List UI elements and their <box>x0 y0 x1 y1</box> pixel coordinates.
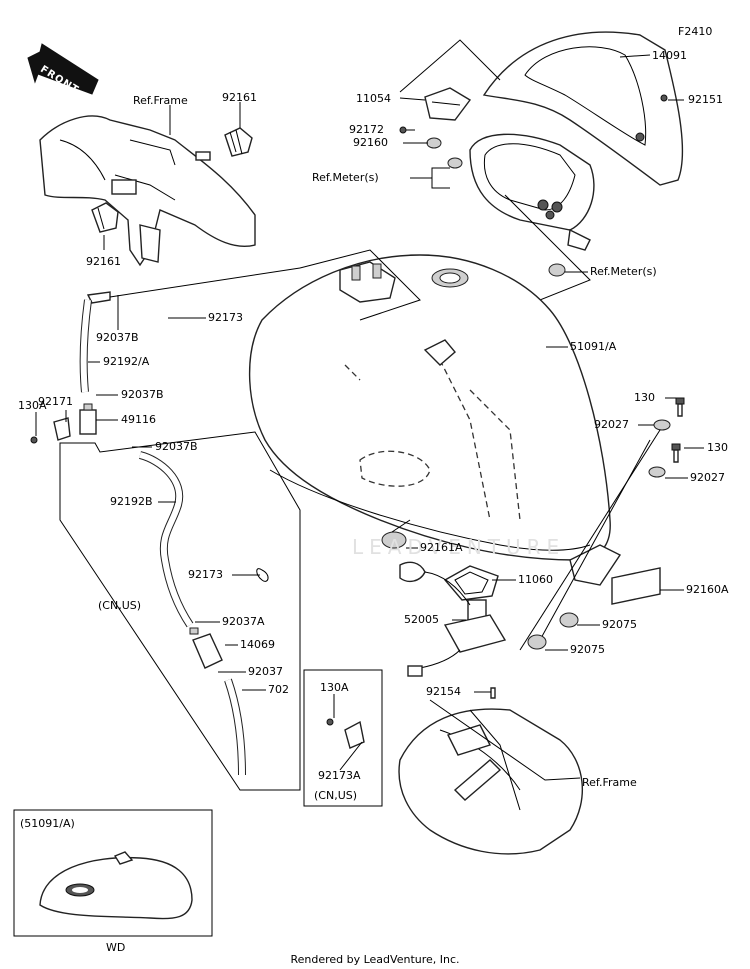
label-92075-1: 92075 <box>602 618 637 631</box>
damper-92161a <box>381 531 407 549</box>
label-92160: 92160 <box>353 136 388 149</box>
bolt-130-2 <box>671 443 681 463</box>
bumper-92161-bottom <box>91 202 119 233</box>
bolt-130-1 <box>675 397 685 417</box>
label-130a-1: 130A <box>18 399 47 412</box>
grommet-ref-meter <box>548 263 566 277</box>
cn-us-box <box>303 669 383 807</box>
label-92192a: 92192/A <box>103 355 150 368</box>
label-92027-2: 92027 <box>690 471 725 484</box>
label-14091: 14091 <box>652 49 687 62</box>
screw-92151 <box>660 94 668 102</box>
label-92027-1: 92027 <box>594 418 629 431</box>
label-92161-top: 92161 <box>222 91 257 104</box>
fuel-pump-52005 <box>399 561 507 699</box>
label-92173-1: 92173 <box>208 311 243 324</box>
label-14069: 14069 <box>240 638 275 651</box>
figure-code: F2410 <box>678 25 713 38</box>
label-cn-us-2: (CN,US) <box>314 789 358 802</box>
label-92172: 92172 <box>349 123 384 136</box>
label-ref-meter-2: Ref.Meter(s) <box>590 265 657 278</box>
watermark: LEADVENTURE <box>352 535 566 559</box>
label-92037b-1: 92037B <box>96 331 139 344</box>
label-92151: 92151 <box>688 93 723 106</box>
inset-title: (51091/A) <box>20 817 75 830</box>
bumper-92161-top <box>195 127 253 161</box>
clamp-92173a <box>344 720 365 749</box>
label-130-2: 130 <box>707 441 728 454</box>
pad-92160a <box>611 567 661 605</box>
label-51091a: 51091/A <box>570 340 617 353</box>
label-92037b-2: 92037B <box>121 388 164 401</box>
label-ref-frame-top: Ref.Frame <box>133 94 188 107</box>
label-130-1: 130 <box>634 391 655 404</box>
frame-bottom <box>398 708 583 855</box>
filter-14069 <box>189 627 223 669</box>
fuel-tank-51091a <box>248 254 611 561</box>
label-92171: 92171 <box>38 395 73 408</box>
label-cn-us-1: (CN,US) <box>98 599 142 612</box>
label-92075-2: 92075 <box>570 643 605 656</box>
cn-us-outline-1 <box>59 431 301 791</box>
label-92173-2: 92173 <box>188 568 223 581</box>
grommet-92160 <box>426 137 463 169</box>
washer-92027-2 <box>648 466 666 478</box>
inset-tank <box>39 851 193 920</box>
label-ref-meter-1: Ref.Meter(s) <box>312 171 379 184</box>
screw-130a-2 <box>326 718 334 726</box>
screw-130a <box>30 436 38 444</box>
hose-92192a-top <box>86 291 111 304</box>
clip-92171 <box>53 417 71 441</box>
inset-box <box>13 809 213 937</box>
label-11060: 11060 <box>518 573 553 586</box>
label-92161a: 92161A <box>420 541 463 554</box>
footer-credit: Rendered by LeadVenture, Inc. <box>290 953 460 966</box>
valve-49116 <box>79 403 97 435</box>
label-ref-frame-bottom: Ref.Frame <box>582 776 637 789</box>
bracket-11054 <box>424 87 472 121</box>
label-702: 702 <box>268 683 289 696</box>
label-52005: 52005 <box>404 613 439 626</box>
label-11054: 11054 <box>356 92 391 105</box>
washer-92027-1 <box>653 419 671 431</box>
label-92037: 92037 <box>248 665 283 678</box>
front-arrow-icon <box>27 43 99 95</box>
label-49116: 49116 <box>121 413 156 426</box>
label-92173a: 92173A <box>318 769 361 782</box>
label-92192b: 92192B <box>110 495 153 508</box>
label-92037b-3: 92037B <box>155 440 198 453</box>
inset-caption: WD <box>106 941 126 954</box>
screw-92172 <box>399 126 407 134</box>
label-130a-2: 130A <box>320 681 349 694</box>
meter-cover-14091 <box>482 31 684 186</box>
tank-rear-bracket <box>569 544 622 586</box>
clamp-92173 <box>256 568 269 582</box>
damper-92075-1 <box>559 612 579 628</box>
frame-section <box>39 115 256 267</box>
label-92037a: 92037A <box>222 615 265 628</box>
label-92154: 92154 <box>426 685 461 698</box>
meter-assembly <box>469 133 595 251</box>
label-92160a: 92160A <box>686 583 729 596</box>
label-92161-bottom: 92161 <box>86 255 121 268</box>
damper-92075-2 <box>527 634 547 650</box>
